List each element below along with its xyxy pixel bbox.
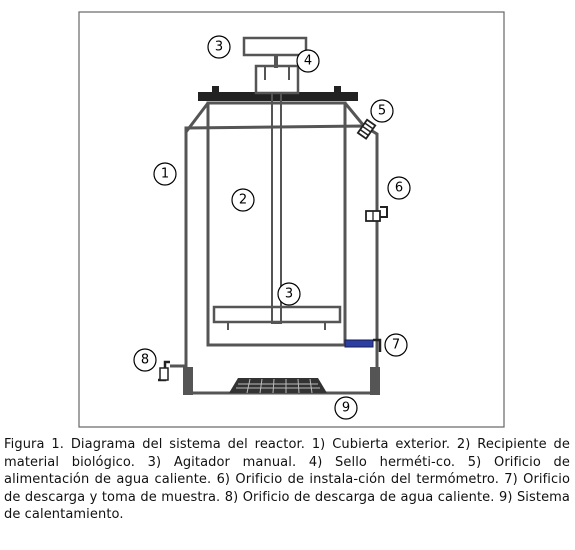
- reactor-diagram: 1 2 3 4 5 6 7 8 9 3: [78, 11, 505, 428]
- callout-number: 5: [378, 104, 386, 119]
- agitator-handle-bar: [242, 36, 308, 57]
- agitator-paddle-shape: [212, 305, 342, 324]
- callout-number: 9: [342, 401, 350, 416]
- hot-water-drain-fitting: [158, 360, 186, 382]
- heating-system-unit: [229, 378, 327, 394]
- callout-agitator-paddle: 3: [277, 282, 301, 306]
- callout-thermometer-port: 6: [387, 176, 411, 200]
- callout-hot-water-drain: 8: [133, 348, 157, 372]
- callout-number: 3: [215, 40, 223, 55]
- outer-cover-shape: [184, 124, 379, 395]
- callout-discharge-sample: 7: [384, 333, 408, 357]
- agitator-handle-stem: [274, 55, 278, 68]
- callout-number: 2: [239, 193, 247, 208]
- callout-hermetic-seal: 4: [296, 49, 320, 73]
- hot-water-inlet-port: [356, 118, 377, 140]
- lid-knob-left: [212, 86, 219, 93]
- bio-container-shape: [206, 101, 347, 347]
- callout-bio-container: 2: [231, 188, 255, 212]
- figure-border: [78, 11, 505, 428]
- callout-outer-cover: 1: [153, 162, 177, 186]
- callout-number: 6: [395, 181, 403, 196]
- callout-number: 8: [141, 353, 149, 368]
- callout-number: 4: [304, 54, 312, 69]
- left-leg: [183, 367, 193, 395]
- callout-number: 1: [161, 167, 169, 182]
- right-leg: [370, 367, 380, 395]
- lid-knob-right: [334, 86, 341, 93]
- figure-caption: Figura 1. Diagrama del sistema del react…: [4, 437, 570, 522]
- lid-plate: [198, 92, 358, 101]
- callout-agitator-handle: 3: [207, 35, 231, 59]
- callout-hot-water-inlet: 5: [370, 99, 394, 123]
- outer-cover-shoulder-right: [343, 102, 366, 127]
- callout-heating-system: 9: [334, 396, 358, 420]
- callout-number: 7: [392, 338, 400, 353]
- callout-number: 3: [285, 287, 293, 302]
- discharge-sample-valve: [344, 338, 382, 352]
- seal-housing: [254, 64, 300, 95]
- thermometer-port-fitting: [365, 206, 388, 222]
- outer-cover-shoulder: [184, 102, 210, 133]
